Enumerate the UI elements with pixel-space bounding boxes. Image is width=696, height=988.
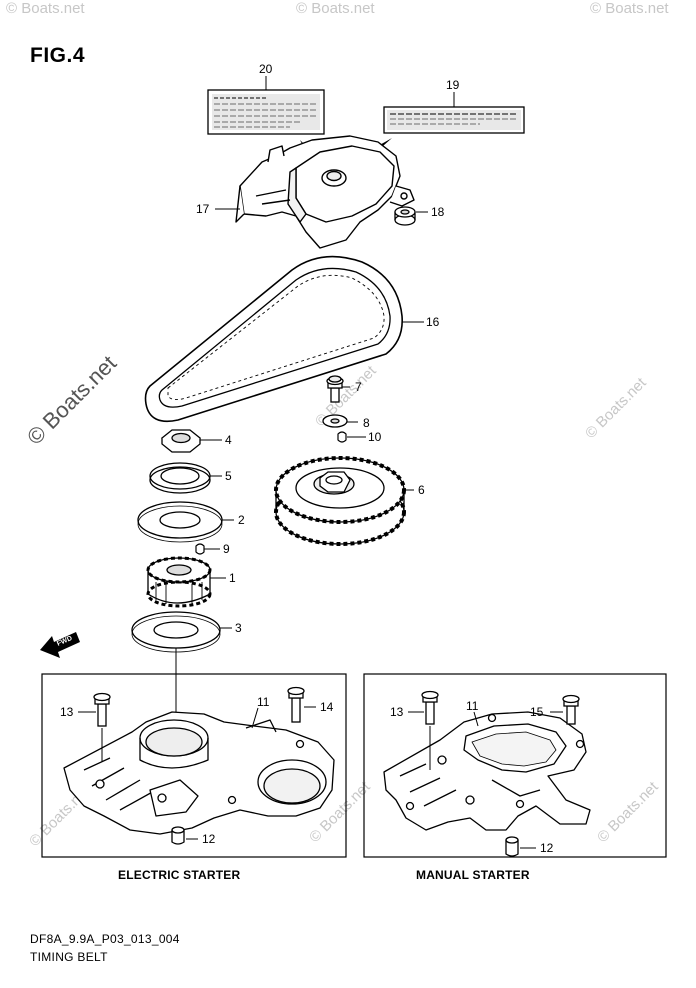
electric-starter-caption: ELECTRIC STARTER [118, 868, 241, 882]
callout-6: 6 [418, 483, 425, 497]
callout-7: 7 [355, 380, 362, 394]
callout-13-manual: 13 [390, 705, 404, 719]
washer-8 [322, 414, 348, 428]
belt-guide-2 [137, 501, 223, 543]
timing-cover-plate-11-electric [63, 711, 335, 835]
callout-12-manual: 12 [540, 841, 554, 855]
callout-5: 5 [225, 469, 232, 483]
callout-16: 16 [426, 315, 440, 329]
callout-2: 2 [238, 513, 245, 527]
bolt-15 [562, 694, 580, 725]
grommet-18 [394, 206, 416, 226]
callout-14: 14 [320, 700, 334, 714]
label-sticker-19 [383, 92, 525, 134]
callout-11-electric: 11 [257, 695, 270, 709]
callout-8: 8 [363, 416, 370, 430]
callout-20: 20 [259, 62, 273, 76]
drive-pulley-1 [146, 556, 212, 608]
watermark-top-left: © Boats.net [6, 0, 85, 17]
figure-code: DF8A_9.9A_P03_013_004 [30, 932, 180, 946]
callout-13-electric: 13 [60, 705, 74, 719]
callout-3: 3 [235, 621, 242, 635]
timing-belt-16 [144, 255, 403, 423]
callout-9: 9 [223, 542, 230, 556]
figure-title: FIG.4 [30, 44, 86, 67]
callout-17: 17 [196, 202, 210, 216]
callout-18: 18 [431, 205, 445, 219]
callout-12-electric: 12 [202, 832, 216, 846]
washer-5 [149, 462, 211, 494]
bolt-13-electric [93, 692, 111, 727]
callout-19: 19 [446, 78, 460, 92]
key-9 [195, 543, 205, 555]
watermark-top-right: © Boats.net [590, 0, 669, 17]
manual-starter-box [363, 673, 667, 858]
timing-cover-plate-11-manual [383, 711, 591, 831]
key-10 [337, 431, 347, 443]
electric-starter-box [41, 673, 347, 858]
callout-1: 1 [229, 571, 236, 585]
label-sticker-20 [207, 76, 325, 135]
timing-belt-cover-17 [235, 135, 415, 249]
dowel-pin-12-electric [171, 826, 185, 845]
forward-direction-arrow: FWD [40, 632, 80, 658]
callout-11-manual: 11 [466, 699, 479, 713]
bolt-13-manual [421, 690, 439, 725]
watermark-top-center: © Boats.net [296, 0, 375, 17]
dowel-pin-12-manual [505, 836, 519, 857]
callout-4: 4 [225, 433, 232, 447]
callout-15: 15 [530, 705, 544, 719]
nut-4 [160, 429, 202, 453]
bolt-14 [287, 686, 305, 723]
driven-pulley-6 [274, 456, 406, 546]
callout-10: 10 [368, 430, 382, 444]
bolt-7 [326, 375, 344, 403]
figure-name: TIMING BELT [30, 950, 108, 964]
manual-starter-caption: MANUAL STARTER [416, 868, 530, 882]
belt-guide-3 [131, 611, 221, 653]
